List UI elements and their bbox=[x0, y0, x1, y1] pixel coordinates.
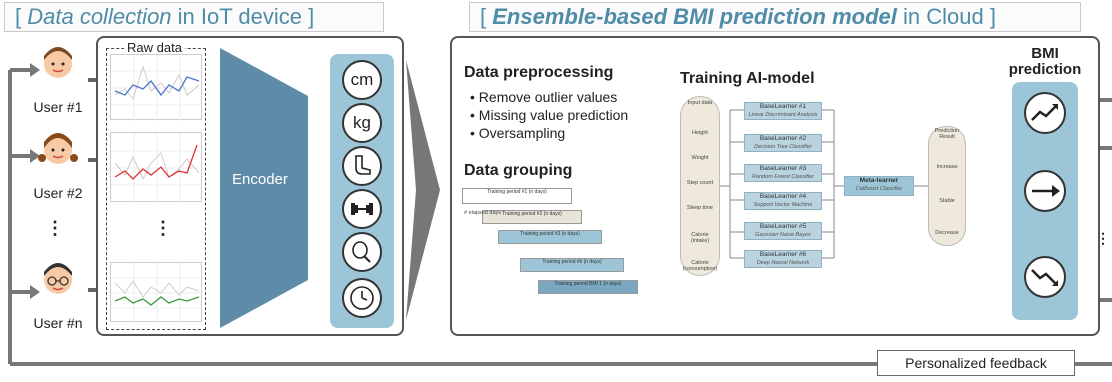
trend-stable-icon bbox=[1024, 170, 1066, 212]
grouping-heading: Data grouping bbox=[464, 162, 573, 179]
raw-data-chart-n bbox=[110, 262, 203, 323]
encoder-label: Encoder bbox=[232, 171, 288, 188]
title-bracket: ] bbox=[302, 4, 315, 29]
title-bracket: [ bbox=[480, 4, 493, 29]
trend-up-arrow-icon bbox=[1031, 104, 1058, 121]
boy-avatar-icon bbox=[44, 47, 72, 78]
input-data-title: Input data bbox=[687, 100, 713, 106]
input-label: Height bbox=[692, 130, 708, 136]
glasses-avatar-icon bbox=[44, 263, 72, 294]
raw-data-label: Raw data bbox=[124, 40, 185, 55]
dumbbell-icon bbox=[342, 189, 382, 229]
learner-model: Deep Neural Network bbox=[756, 260, 810, 266]
girl-avatar-icon bbox=[38, 133, 78, 164]
preprocessing-item: • Remove outlier values bbox=[470, 89, 618, 105]
learner-name: BaseLearner #6 bbox=[759, 251, 807, 258]
trend-stable-arrow-icon bbox=[1032, 185, 1060, 197]
input-label: Sleep time bbox=[687, 205, 713, 211]
preprocessing-item: • Oversampling bbox=[470, 125, 566, 141]
base-learner-box: BaseLearner #5 Gaussian Naive Bayes bbox=[744, 222, 822, 240]
meta-learner-name: Meta-learner bbox=[859, 177, 899, 184]
ellipsis-users: ⋮ bbox=[46, 218, 64, 238]
right-section-title: [ Ensemble-based BMI prediction model in… bbox=[469, 2, 1081, 32]
user-avatar-glasses bbox=[38, 258, 78, 300]
learner-model: Decision Tree Classifier bbox=[754, 144, 812, 150]
training-heading: Training AI-model bbox=[680, 70, 815, 87]
training-period-bar: Training period #3 (n days) bbox=[498, 230, 602, 244]
personalized-feedback-box: Personalized feedback bbox=[877, 350, 1075, 376]
input-label: Weight bbox=[691, 155, 709, 161]
line-chart-icon bbox=[111, 55, 203, 121]
prediction-result-column bbox=[928, 126, 966, 246]
foot-step-icon bbox=[355, 155, 371, 175]
training-period-bar: Training period #k (n days) bbox=[520, 258, 624, 272]
base-learner-box: BaseLearner #2 Decision Tree Classifier bbox=[744, 134, 822, 152]
learner-model: Support Vector Machine bbox=[753, 202, 813, 208]
raw-data-chart-1 bbox=[110, 54, 203, 121]
preprocessing-list: • Remove outlier values • Missing value … bbox=[470, 88, 628, 142]
learner-name: BaseLearner #5 bbox=[759, 223, 807, 230]
input-label: Step count bbox=[686, 180, 714, 186]
title-italic: Ensemble-based BMI prediction model bbox=[492, 4, 897, 29]
learner-model: Gaussian Naive Bayes bbox=[755, 232, 811, 238]
user-label: User #n bbox=[33, 315, 83, 331]
preprocessing-heading: Data preprocessing bbox=[464, 64, 614, 81]
food-drumstick-icon bbox=[352, 241, 371, 263]
base-learner-box: BaseLearner #6 Deep Neural Network bbox=[744, 250, 822, 268]
height-cm-icon: cm bbox=[342, 60, 382, 100]
sleep-clock-icon bbox=[350, 286, 374, 310]
cloud-model-panel bbox=[450, 36, 1100, 336]
prediction-label: Increase bbox=[936, 164, 958, 170]
meta-learner-model: CatBoost Classifier bbox=[855, 186, 903, 192]
prediction-label: Stable bbox=[939, 198, 955, 204]
encoder-shape bbox=[220, 48, 308, 328]
learner-name: BaseLearner #3 bbox=[759, 165, 807, 172]
title-bracket: [ bbox=[15, 4, 28, 29]
user-label: User #1 bbox=[33, 99, 83, 115]
clock-icon bbox=[342, 278, 382, 318]
weight-kg-icon: kg bbox=[342, 103, 382, 143]
left-section-title: [ Data collection in IoT device ] bbox=[4, 2, 384, 32]
base-learner-box: BaseLearner #1 Linear Discriminant Analys… bbox=[744, 102, 822, 120]
line-chart-icon bbox=[111, 133, 203, 203]
input-label: Calorie (intake) bbox=[690, 232, 710, 244]
elapsed-days-label: # elapsed days bbox=[464, 210, 501, 216]
title-bracket: ] bbox=[983, 4, 996, 29]
title-italic: Data collection bbox=[27, 4, 172, 29]
learner-name: BaseLearner #2 bbox=[759, 135, 807, 142]
base-learner-box: BaseLearner #3 Random Forest Classifier bbox=[744, 164, 822, 182]
training-period-bar: Training period BMI 1 (n days) bbox=[538, 280, 638, 294]
learner-model: Linear Discriminant Analysis bbox=[748, 112, 818, 118]
user-label: User #2 bbox=[33, 185, 83, 201]
trend-down-arrow-icon bbox=[1031, 269, 1058, 286]
trend-down-icon bbox=[1024, 256, 1066, 298]
learner-model: Random Forest Classifier bbox=[751, 174, 815, 180]
step-icon bbox=[342, 146, 382, 186]
trend-up-icon bbox=[1024, 92, 1066, 134]
title-rest: in Cloud bbox=[896, 4, 984, 29]
line-chart-icon bbox=[111, 263, 203, 323]
title-rest: in IoT device bbox=[171, 4, 302, 29]
prediction-label: Decrease bbox=[935, 230, 959, 236]
bmi-prediction-title: BMI prediction bbox=[1008, 45, 1082, 78]
training-period-bar: Training period #1 (n days) bbox=[462, 188, 572, 204]
learner-name: BaseLearner #1 bbox=[759, 103, 807, 110]
ellipsis-outputs: ⋮ bbox=[1096, 230, 1110, 246]
user-avatar-girl bbox=[38, 128, 78, 170]
base-learner-box: BaseLearner #4 Support Vector Machine bbox=[744, 192, 822, 210]
exercise-dumbbell-icon bbox=[351, 203, 373, 215]
prediction-title: Prediction Result bbox=[934, 128, 960, 140]
input-data-column bbox=[680, 96, 720, 276]
training-period-bar: Training period #2 (n days) bbox=[482, 210, 582, 224]
user-avatar-boy bbox=[38, 42, 78, 82]
ellipsis-charts: ⋮ bbox=[154, 218, 172, 238]
preprocessing-item: • Missing value prediction bbox=[470, 107, 629, 123]
raw-data-chart-2 bbox=[110, 132, 203, 203]
drumstick-icon bbox=[342, 232, 382, 272]
learner-name: BaseLearner #4 bbox=[759, 193, 807, 200]
input-label: Calorie (consumption) bbox=[682, 260, 718, 272]
